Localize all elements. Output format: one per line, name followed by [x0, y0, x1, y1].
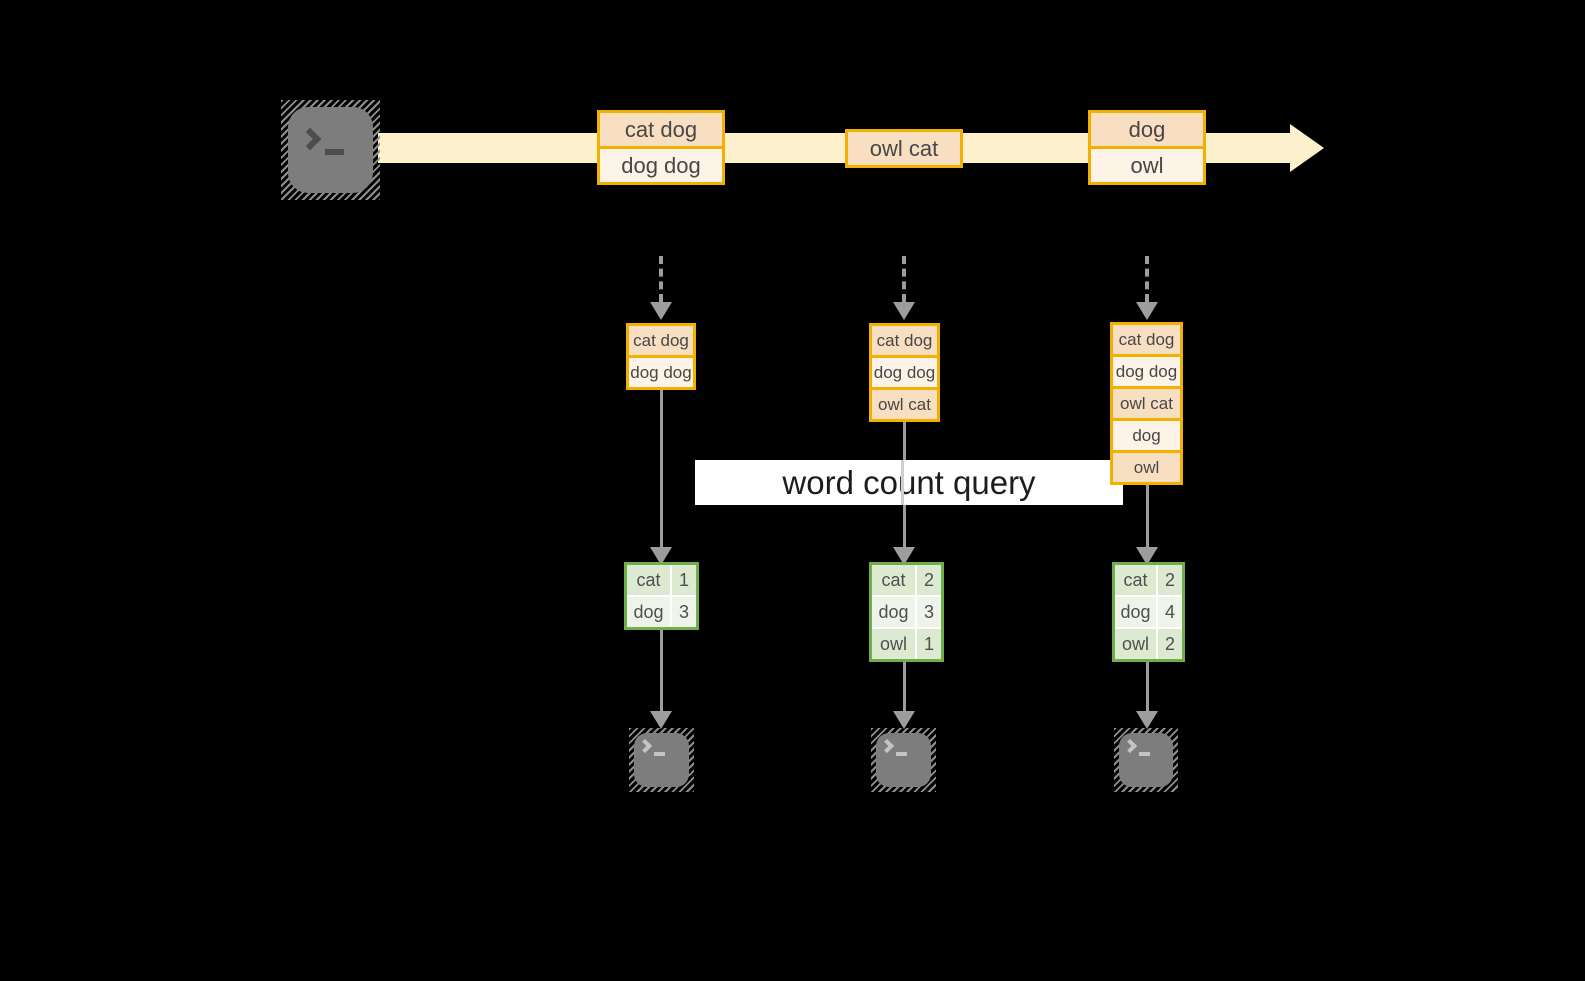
source-terminal-icon [281, 100, 380, 200]
terminal-prompt-icon [637, 738, 665, 756]
batch-line: dog dog [629, 358, 693, 387]
batch-line: dog [1113, 421, 1180, 450]
result-table-1: cat 1 dog 3 [624, 562, 699, 630]
query-label-box: word count query [695, 460, 1123, 505]
batch-line: owl [1113, 453, 1180, 482]
word-cell: dog [872, 597, 915, 627]
count-cell: 4 [1158, 597, 1182, 627]
chevron-right-icon [298, 127, 322, 151]
count-cell: 3 [917, 597, 941, 627]
result-table-3: cat 2 dog 4 owl 2 [1112, 562, 1185, 662]
terminal-prompt-icon [298, 127, 344, 155]
batch-box-2: cat dog dog dog owl cat [869, 323, 940, 422]
arrow-shaft [660, 629, 663, 712]
batch-line: dog dog [872, 358, 937, 387]
count-cell: 1 [672, 565, 696, 595]
word-cell: owl [1115, 629, 1156, 659]
terminal-prompt-icon [879, 738, 907, 756]
arrow-shaft [660, 389, 663, 547]
chevron-right-icon [879, 738, 895, 754]
batch-box-3: cat dog dog dog owl cat dog owl [1110, 322, 1183, 485]
cursor-underscore-icon [1139, 752, 1150, 756]
dashed-arrowhead-icon [650, 302, 672, 320]
batch-line: cat dog [872, 326, 937, 355]
timeline-event-box-3: dog owl [1088, 110, 1206, 185]
timeline-event-box-2: owl cat [845, 129, 963, 168]
batch-line: dog dog [1113, 357, 1180, 386]
terminal-body [876, 733, 931, 787]
terminal-body [1119, 733, 1173, 787]
timeline-event-box-1: cat dog dog dog [597, 110, 725, 185]
count-cell: 2 [1158, 629, 1182, 659]
event-line: cat dog [600, 113, 722, 146]
batch-line: cat dog [629, 326, 693, 355]
terminal-body [634, 733, 689, 787]
cursor-underscore-icon [896, 752, 907, 756]
word-cell: cat [872, 565, 915, 595]
word-cell: cat [627, 565, 670, 595]
arrow-shaft [1146, 481, 1149, 547]
sink-terminal-icon [629, 728, 694, 792]
count-cell: 2 [1158, 565, 1182, 595]
chevron-right-icon [637, 738, 653, 754]
sink-terminal-icon [1114, 728, 1178, 792]
arrow-shaft [1146, 661, 1149, 712]
word-cell: dog [627, 597, 670, 627]
terminal-prompt-icon [1122, 738, 1150, 756]
query-label: word count query [782, 463, 1036, 501]
arrowhead-icon [893, 711, 915, 729]
batch-box-1: cat dog dog dog [626, 323, 696, 390]
event-line: owl cat [848, 132, 960, 165]
dashed-arrow-shaft [659, 256, 663, 302]
dashed-arrowhead-icon [1136, 302, 1158, 320]
arrow-through-label [901, 460, 904, 505]
timeline-arrowhead-icon [1290, 124, 1324, 172]
arrowhead-icon [893, 547, 915, 565]
batch-line: owl cat [872, 390, 937, 419]
dashed-arrowhead-icon [893, 302, 915, 320]
word-cell: dog [1115, 597, 1156, 627]
arrow-shaft [903, 661, 906, 712]
sink-terminal-icon [871, 728, 936, 792]
count-cell: 3 [672, 597, 696, 627]
chevron-right-icon [1122, 738, 1138, 754]
result-table-2: cat 2 dog 3 owl 1 [869, 562, 944, 662]
dashed-arrow-shaft [902, 256, 906, 302]
count-cell: 1 [917, 629, 941, 659]
batch-line: owl cat [1113, 389, 1180, 418]
cursor-underscore-icon [654, 752, 665, 756]
dashed-arrow-shaft [1145, 256, 1149, 302]
arrowhead-icon [650, 547, 672, 565]
arrowhead-icon [1136, 711, 1158, 729]
word-cell: cat [1115, 565, 1156, 595]
count-cell: 2 [917, 565, 941, 595]
word-cell: owl [872, 629, 915, 659]
batch-line: cat dog [1113, 325, 1180, 354]
event-line: owl [1091, 149, 1203, 182]
event-line: dog [1091, 113, 1203, 146]
arrowhead-icon [650, 711, 672, 729]
arrowhead-icon [1136, 547, 1158, 565]
cursor-underscore-icon [325, 149, 344, 155]
event-line: dog dog [600, 149, 722, 182]
